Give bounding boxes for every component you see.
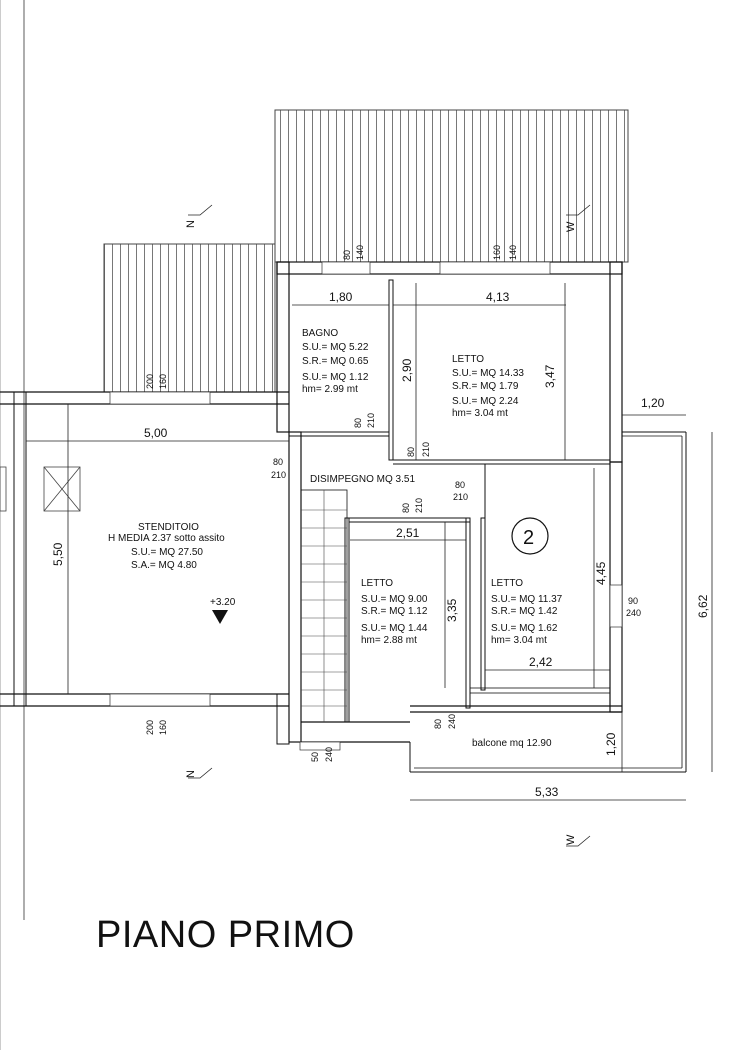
dim-335: 3,35 — [445, 598, 459, 622]
opening-50-stair: 50 — [310, 752, 320, 762]
stenditoio-su: S.U.= MQ 27.50 — [131, 547, 203, 558]
skylight-icon — [0, 466, 81, 512]
section-mark-n-top: N — [185, 220, 197, 228]
letto3-name: LETTO — [491, 578, 523, 589]
dimension-lines — [26, 283, 713, 801]
letto1-su: S.U.= MQ 14.33 — [452, 368, 524, 379]
letto2-su2: S.U.= MQ 1.44 — [361, 623, 428, 634]
walls — [0, 261, 687, 773]
dim-251: 2,51 — [396, 526, 420, 540]
letto3-hm: hm= 3.04 mt — [491, 635, 547, 646]
dim-533: 5,33 — [535, 785, 559, 799]
bagno-name: BAGNO — [302, 328, 338, 339]
dim-290: 2,90 — [400, 358, 414, 382]
opening-80-stend: 80 — [273, 457, 283, 467]
opening-210-bagno: 210 — [366, 413, 376, 428]
opening-200-bottom: 200 — [145, 720, 155, 735]
dim-550: 5,50 — [51, 542, 65, 566]
unit-number-circle — [511, 517, 549, 555]
dim-120b: 1,20 — [604, 732, 618, 756]
opening-80-letto3: 80 — [455, 480, 465, 490]
letto1-sr: S.R.= MQ 1.79 — [452, 381, 519, 392]
dim-413: 4,13 — [486, 290, 510, 304]
letto2-su: S.U.= MQ 9.00 — [361, 594, 428, 605]
section-mark-w-top: W — [565, 221, 577, 232]
level-marker-icon — [212, 610, 228, 624]
page-title: PIANO PRIMO — [96, 914, 355, 956]
opening-80-letto1: 80 — [406, 447, 416, 457]
stenditoio-hmedia: H MEDIA 2.37 sotto assito — [108, 533, 225, 544]
section-marks — [188, 204, 591, 847]
unit-number: 2 — [523, 527, 534, 549]
opening-240-stair: 240 — [324, 747, 334, 762]
dim-445: 4,45 — [594, 561, 608, 585]
bagno-hm: hm= 2.99 mt — [302, 384, 358, 395]
opening-160-top: 160 — [492, 245, 502, 260]
letto2-name: LETTO — [361, 578, 393, 589]
opening-200-left: 200 — [145, 374, 155, 389]
opening-140-top2: 140 — [508, 245, 518, 260]
balcone-name: balcone mq 12.90 — [472, 738, 552, 749]
letto3-su: S.U.= MQ 11.37 — [491, 594, 563, 605]
letto3-su2: S.U.= MQ 1.62 — [491, 623, 558, 634]
opening-80-top: 80 — [342, 250, 352, 260]
opening-140-top: 140 — [355, 245, 365, 260]
dim-662: 6,62 — [696, 594, 710, 618]
level-value: +3.20 — [210, 597, 236, 608]
dim-242: 2,42 — [529, 655, 553, 669]
dim-180: 1,80 — [329, 290, 353, 304]
opening-90-right: 90 — [628, 596, 638, 606]
disimpegno-name: DISIMPEGNO MQ 3.51 — [310, 474, 415, 485]
letto1-hm: hm= 3.04 mt — [452, 408, 508, 419]
opening-210-letto1: 210 — [421, 442, 431, 457]
opening-210-stend: 210 — [271, 470, 286, 480]
stenditoio-sa: S.A.= MQ 4.80 — [131, 560, 197, 571]
opening-240-right: 240 — [626, 608, 641, 618]
opening-160-left: 160 — [158, 374, 168, 389]
opening-80-balcone: 80 — [433, 719, 443, 729]
bagno-sr: S.R.= MQ 0.65 — [302, 356, 369, 367]
opening-210-letto3: 210 — [453, 492, 468, 502]
section-mark-w-bottom: W — [565, 834, 577, 845]
bagno-su2: S.U.= MQ 1.12 — [302, 372, 369, 383]
section-mark-n-bottom: N — [185, 770, 197, 778]
opening-80-letto2: 80 — [401, 503, 411, 513]
stenditoio-name: STENDITOIO — [138, 522, 199, 533]
letto2-sr: S.R.= MQ 1.12 — [361, 606, 428, 617]
opening-210-letto2: 210 — [414, 498, 424, 513]
letto3-sr: S.R.= MQ 1.42 — [491, 606, 558, 617]
dim-500: 5,00 — [144, 426, 168, 440]
opening-160-bottom: 160 — [158, 720, 168, 735]
opening-80-bagno: 80 — [353, 418, 363, 428]
letto1-su2: S.U.= MQ 2.24 — [452, 396, 519, 407]
letto2-hm: hm= 2.88 mt — [361, 635, 417, 646]
dim-120a: 1,20 — [641, 396, 665, 410]
opening-240-balcone: 240 — [447, 714, 457, 729]
bagno-su: S.U.= MQ 5.22 — [302, 342, 369, 353]
letto1-name: LETTO — [452, 354, 484, 365]
window-openings — [109, 261, 623, 751]
dim-347: 3,47 — [543, 364, 557, 388]
stair-treads — [301, 490, 347, 722]
